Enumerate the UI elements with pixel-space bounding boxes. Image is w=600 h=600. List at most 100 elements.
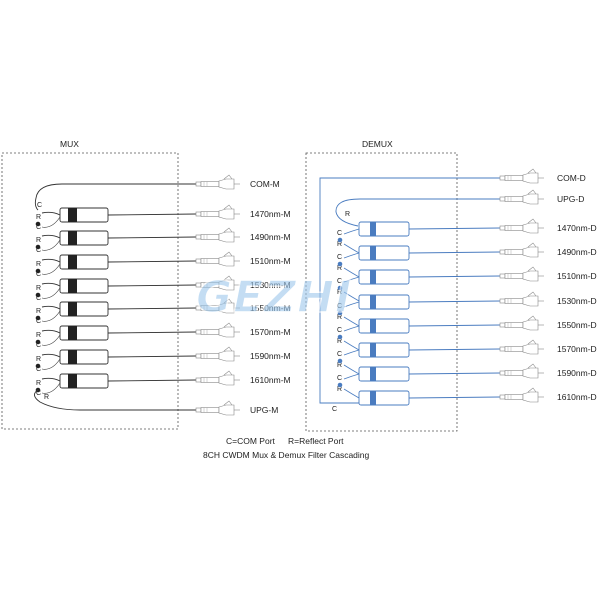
mux-com-label: COM-M (250, 179, 280, 189)
demux-title: DEMUX (362, 139, 393, 149)
fiber-connector-icon (195, 251, 240, 267)
demux-com-port-letter: C (337, 278, 342, 285)
demux-channel-label: 1610nm-D (557, 392, 597, 402)
demux-channel-fiber (408, 300, 501, 303)
mux-com-port-letter: C (36, 295, 41, 302)
mux-reflect-port-letter: R (36, 285, 41, 292)
demux-channel-fiber (408, 251, 501, 254)
mux-channel-label: 1550nm-M (250, 303, 291, 313)
mux-upg-label: UPG-M (250, 405, 278, 415)
demux-channel-fiber (408, 396, 501, 399)
demux-com-port-letter: C (337, 230, 342, 237)
fiber-connector-icon (195, 346, 240, 362)
demux-channel-label: 1570nm-D (557, 344, 597, 354)
demux-channel-label: 1590nm-D (557, 368, 597, 378)
mux-filter-7 (59, 349, 109, 365)
mux-section: MUX CCOM-M1470nm-MRC1490nm-MRC1510nm-MRC… (1, 139, 291, 430)
fiber-connector-icon (499, 363, 544, 379)
mux-channel-label: 1490nm-M (250, 232, 291, 242)
mux-filter-1 (59, 207, 109, 223)
demux-reflect-port-letter: R (337, 386, 342, 393)
mux-com-port-letter: C (36, 390, 41, 397)
mux-filter-4 (59, 278, 109, 294)
mux-channel-label: 1530nm-M (250, 280, 291, 290)
mux-com-port-letter: C (36, 318, 41, 325)
mux-channel-fiber (107, 213, 197, 216)
demux-splice-dot (337, 261, 343, 267)
mux-channel-label: 1510nm-M (250, 256, 291, 266)
mux-reflect-port-letter: R (36, 237, 41, 244)
fiber-connector-icon (499, 339, 544, 355)
mux-channel-fiber (107, 284, 197, 287)
mux-reflect-port-letter: R (36, 356, 41, 363)
mux-filter-5 (59, 301, 109, 317)
demux-reflect-port-letter: R (337, 289, 342, 296)
demux-reflect-port-letter: R (337, 362, 342, 369)
mux-channel-fiber (107, 307, 197, 310)
demux-reflect-port-letter: R (337, 338, 342, 345)
fiber-connector-icon (499, 266, 544, 282)
fiber-connector-icon (499, 189, 544, 205)
mux-com-port-letter: C (36, 247, 41, 254)
demux-box (305, 152, 458, 432)
mux-channel-fiber (107, 260, 197, 263)
mux-com-port-letter: C (36, 366, 41, 373)
fiber-connector-icon (195, 204, 240, 220)
demux-upg-label: UPG-D (557, 194, 584, 204)
demux-filter-4 (358, 294, 410, 310)
fiber-connector-icon (195, 174, 240, 190)
mux-splice-dot (35, 221, 41, 227)
demux-splice-dot (337, 334, 343, 340)
mux-reflect-port-letter: R (36, 332, 41, 339)
mux-reflect-port-letter: R (36, 214, 41, 221)
demux-section: DEMUX COM-DCUPG-DR1470nm-DCR1490nm-DCR15… (305, 139, 597, 432)
fiber-connector-icon (195, 370, 240, 386)
demux-channel-label: 1490nm-D (557, 247, 597, 257)
fiber-connector-icon (499, 242, 544, 258)
demux-channel-fiber (408, 275, 501, 278)
fiber-connector-icon (195, 322, 240, 338)
mux-com-port-letter: C (37, 202, 42, 209)
fiber-connector-icon (499, 387, 544, 403)
demux-com-port-letter: C (337, 303, 342, 310)
watermark-logo: GEZHI (196, 272, 352, 323)
demux-splice-dot (337, 285, 343, 291)
mux-com-fiber (34, 183, 196, 211)
mux-splice-dot (35, 339, 41, 345)
demux-filter-1 (358, 221, 410, 237)
demux-com-port-letter: C (332, 406, 337, 413)
demux-channel-label: 1530nm-D (557, 296, 597, 306)
mux-title: MUX (60, 139, 79, 149)
demux-channel-fiber (408, 227, 501, 230)
demux-reflect-port-letter: R (337, 265, 342, 272)
fiber-connector-icon (195, 400, 240, 416)
demux-channel-label: 1510nm-D (557, 271, 597, 281)
fiber-connector-icon (195, 298, 240, 314)
mux-channel-fiber (107, 355, 197, 358)
demux-splice-dot (337, 237, 343, 243)
mux-filter-2 (59, 230, 109, 246)
demux-channel-label: 1470nm-D (557, 223, 597, 233)
mux-box (1, 152, 179, 430)
demux-filter-2 (358, 245, 410, 261)
fiber-connector-icon (499, 168, 544, 184)
mux-com-port-letter: C (36, 224, 41, 231)
demux-filter-8 (358, 390, 410, 406)
mux-splice-dot (35, 315, 41, 321)
demux-splice-dot (337, 310, 343, 316)
demux-com-port-letter: C (337, 375, 342, 382)
demux-filter-3 (358, 269, 410, 285)
mux-reflect-port-letter: R (36, 308, 41, 315)
mux-reflect-port-letter: R (36, 261, 41, 268)
mux-channel-fiber (107, 331, 197, 334)
mux-channel-label: 1570nm-M (250, 327, 291, 337)
mux-reflect-port-letter: R (36, 380, 41, 387)
mux-splice-dot (35, 244, 41, 250)
legend-reflect: R=Reflect Port (288, 436, 344, 446)
demux-com-fiber (319, 177, 500, 404)
fiber-connector-icon (195, 227, 240, 243)
demux-channel-label: 1550nm-D (557, 320, 597, 330)
demux-reflect-port-letter: R (337, 314, 342, 321)
mux-filter-6 (59, 325, 109, 341)
